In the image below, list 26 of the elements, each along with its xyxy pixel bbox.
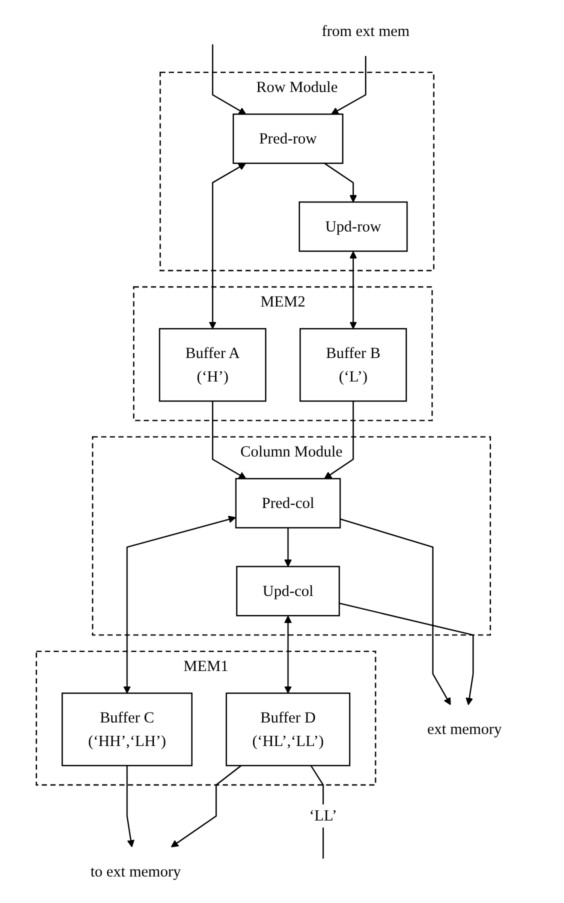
arrow [123,516,236,694]
node-text: from ext mem [322,22,410,40]
node-box: Pred-col [235,478,341,528]
arrow [340,518,451,706]
arrow [212,44,246,114]
arrow [170,765,242,848]
node-text: to ext memory [90,862,181,880]
arrow [284,528,292,567]
node-box: Buffer A (‘H’) [158,328,266,402]
arrow [331,56,366,115]
node-box: Upd-col [236,566,340,616]
arrow [212,401,246,479]
edge-label: ‘LL’ [309,806,338,824]
arrow [349,251,357,330]
node-box: Buffer B (‘L’) [300,328,407,402]
node-box: Upd-row [298,201,408,252]
arrow [339,602,474,706]
node-box: Pred-row [232,114,344,164]
node-box: Buffer C (‘HH’,‘LH’) [62,692,193,766]
node-text: ext memory [427,720,502,738]
arrow [208,163,246,330]
arrow [324,162,357,202]
arrow [126,766,135,848]
arrow [324,401,354,479]
node-box: Buffer D (‘HL’,‘LL’) [226,692,350,766]
arrow [284,616,292,694]
